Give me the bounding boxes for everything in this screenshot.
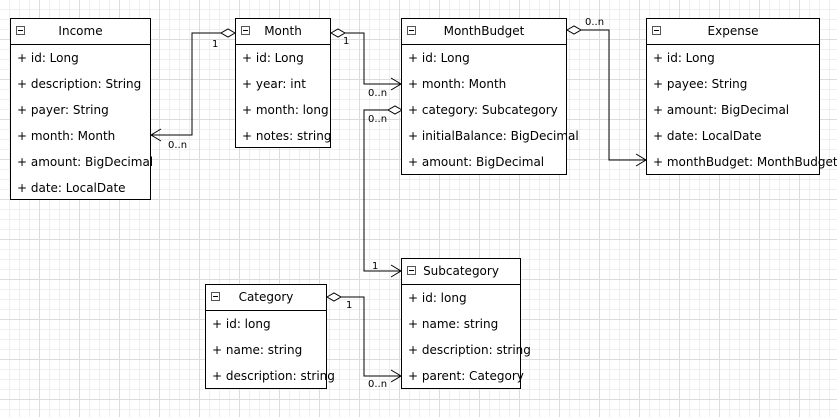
class-name: MonthBudget bbox=[443, 24, 525, 38]
attribute: + id: Long bbox=[242, 51, 304, 65]
attribute: + id: long bbox=[212, 317, 271, 331]
attribute: + initialBalance: BigDecimal bbox=[408, 129, 579, 143]
attribute: + description: string bbox=[212, 369, 335, 383]
attribute: + id: Long bbox=[653, 51, 715, 65]
attribute: + name: string bbox=[212, 343, 303, 357]
attribute: + payer: String bbox=[17, 103, 109, 117]
multiplicity-label: 0..n bbox=[368, 88, 388, 99]
attribute: + payee: String bbox=[653, 77, 748, 91]
assoc-month-monthbudget-line bbox=[345, 32, 401, 85]
class-category[interactable]: Category + id: long + name: string + des… bbox=[205, 284, 335, 389]
attribute: + amount: BigDecimal bbox=[408, 155, 545, 169]
multiplicity-label: 0..n bbox=[585, 17, 605, 28]
assoc-monthbudget-expense-line bbox=[581, 29, 646, 161]
class-name: Month bbox=[264, 24, 302, 38]
attribute: + date: LocalDate bbox=[653, 129, 762, 143]
collapse-icon[interactable] bbox=[407, 26, 416, 35]
attribute: + category: Subcategory bbox=[408, 103, 558, 117]
attribute: + month: Month bbox=[408, 77, 507, 91]
class-month-budget[interactable]: MonthBudget + id: Long + month: Month + … bbox=[401, 18, 579, 175]
multiplicity-label: 0..n bbox=[368, 114, 388, 125]
attribute: + monthBudget: MonthBudget bbox=[653, 155, 837, 169]
collapse-icon[interactable] bbox=[407, 266, 416, 275]
aggregation-diamond-monthbudget-right bbox=[565, 25, 583, 35]
attribute: + description: string bbox=[408, 343, 531, 357]
attribute: + amount: BigDecimal bbox=[653, 103, 790, 117]
attribute: + amount: BigDecimal bbox=[17, 155, 154, 169]
multiplicity-label: 0..n bbox=[368, 379, 388, 390]
class-header: Category bbox=[206, 285, 326, 311]
class-header: Expense bbox=[647, 19, 819, 45]
multiplicity-label: 1 bbox=[372, 261, 379, 272]
class-header: MonthBudget bbox=[402, 19, 566, 45]
attribute: + month: Month bbox=[17, 129, 116, 143]
attribute: + id: Long bbox=[17, 51, 79, 65]
assoc-category-subcategory-line bbox=[341, 296, 401, 377]
class-name: Expense bbox=[707, 24, 759, 38]
class-header: Month bbox=[236, 19, 330, 45]
multiplicity-label: 1 bbox=[343, 36, 350, 47]
assoc-month-income-arrow bbox=[150, 128, 162, 142]
attribute: + month: long bbox=[242, 103, 329, 117]
assoc-month-income-line bbox=[151, 32, 221, 136]
collapse-icon[interactable] bbox=[241, 26, 250, 35]
class-name: Category bbox=[238, 290, 294, 304]
class-header: Income bbox=[11, 19, 150, 45]
collapse-icon[interactable] bbox=[211, 292, 220, 301]
attribute: + parent: Category bbox=[408, 369, 524, 383]
attribute: + description: String bbox=[17, 77, 142, 91]
class-income[interactable]: Income + id: Long + description: String … bbox=[10, 18, 154, 200]
attribute: + notes: string bbox=[242, 129, 332, 143]
attribute: + id: long bbox=[408, 291, 467, 305]
collapse-icon[interactable] bbox=[652, 26, 661, 35]
class-month[interactable]: Month + id: Long + year: int + month: lo… bbox=[235, 18, 331, 148]
attribute: + year: int bbox=[242, 77, 306, 91]
class-name: Subcategory bbox=[423, 264, 499, 278]
attribute: + date: LocalDate bbox=[17, 181, 126, 195]
collapse-icon[interactable] bbox=[16, 26, 25, 35]
multiplicity-label: 1 bbox=[346, 300, 353, 311]
multiplicity-label: 1 bbox=[212, 39, 219, 50]
aggregation-diamond-month-right bbox=[329, 28, 347, 38]
aggregation-diamond-month-left bbox=[219, 28, 237, 38]
aggregation-diamond-monthbudget-category bbox=[386, 105, 404, 115]
assoc-subcategory-monthbudget-line bbox=[363, 109, 401, 272]
class-expense[interactable]: Expense + id: Long + payee: String + amo… bbox=[646, 18, 837, 175]
attribute: + id: Long bbox=[408, 51, 470, 65]
attribute: + name: string bbox=[408, 317, 499, 331]
multiplicity-label: 0..n bbox=[168, 140, 188, 151]
class-header: Subcategory bbox=[402, 259, 520, 285]
class-subcategory[interactable]: Subcategory + id: long + name: string + … bbox=[401, 258, 531, 389]
aggregation-diamond-category-right bbox=[325, 292, 343, 302]
class-name: Income bbox=[58, 24, 103, 38]
